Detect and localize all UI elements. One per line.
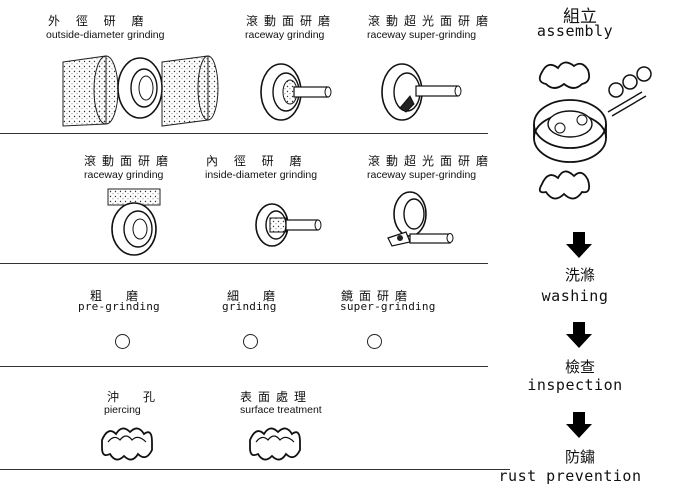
step-title-en: washing (541, 287, 609, 305)
row-divider-3 (0, 366, 488, 367)
raceway-super-grinding-illustration (387, 191, 454, 247)
row-divider-1 (0, 133, 488, 134)
step-label-en: super-grinding (340, 300, 436, 313)
cage-icon (101, 427, 153, 461)
step-title-en: assembly (536, 22, 614, 40)
step-label-en: outside-diameter grinding (46, 29, 165, 41)
outside-grinding-illustration (62, 55, 219, 127)
step-title-en: inspection (527, 376, 623, 394)
raceway-super-grinding-illustration (381, 63, 462, 121)
step-title-zh: 組立 (563, 7, 597, 27)
down-arrow-icon (566, 412, 592, 438)
step-label-en: raceway super-grinding (367, 169, 477, 181)
inside-grinding-illustration (255, 203, 322, 247)
step-label-zh: 滾動超光面研磨 (368, 154, 495, 168)
step-label-zh: 鏡面研磨 (341, 289, 414, 303)
step-label-zh: 粗 磨 (90, 289, 145, 303)
step-label-zh: 外 徑 研 磨 (48, 14, 150, 28)
step-label-en: raceway grinding (84, 169, 164, 181)
step-title-zh: 檢查 (564, 358, 595, 376)
step-label-en: surface treatment (240, 404, 322, 416)
raceway-grinding-illustration (107, 188, 161, 256)
down-arrow-icon (566, 232, 592, 258)
down-arrow-icon (566, 322, 592, 348)
cage-icon (249, 427, 301, 461)
step-label-en: piercing (104, 404, 141, 416)
step-label-zh: 滾動超光面研磨 (368, 14, 495, 28)
step-label-en: raceway super-grinding (367, 29, 477, 41)
step-label-zh: 滾動面研磨 (84, 154, 175, 168)
raceway-grinding-illustration (260, 63, 332, 121)
step-label-zh: 滾動面研磨 (246, 14, 337, 28)
step-title-en: rust prevention (498, 467, 642, 485)
ball-icon (367, 334, 382, 349)
step-label-zh: 表面處理 (240, 390, 313, 404)
step-label-zh: 沖 孔 (107, 390, 162, 404)
ball-icon (243, 334, 258, 349)
step-label-zh: 細 磨 (227, 289, 282, 303)
step-label-en: pre-grinding (78, 300, 160, 313)
row-divider-2 (0, 263, 488, 264)
ball-icon (115, 334, 130, 349)
bearing-assembly-illustration (533, 61, 652, 200)
step-title-zh: 防鏽 (564, 448, 595, 466)
step-label-en: inside-diameter grinding (205, 169, 318, 181)
step-label-zh: 內 徑 研 磨 (206, 154, 308, 168)
step-label-en: grinding (222, 300, 277, 313)
row-divider-4 (0, 469, 510, 470)
step-label-en: raceway grinding (245, 29, 325, 41)
step-title-zh: 洗滌 (564, 266, 595, 284)
